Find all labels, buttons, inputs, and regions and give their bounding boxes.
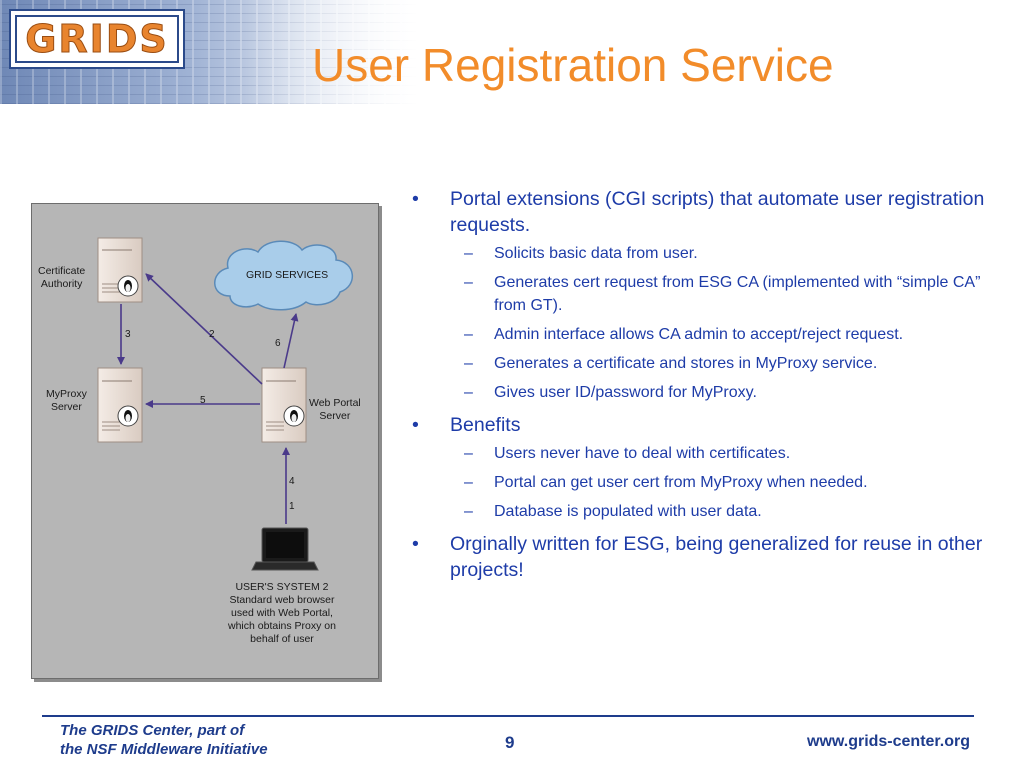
bullet-item: • Benefits — [412, 412, 1012, 438]
sub-bullet-item: – Generates a certificate and stores in … — [412, 352, 1012, 375]
certificate-authority-server — [97, 237, 143, 303]
sub-bullet-text: Admin interface allows CA admin to accep… — [494, 326, 904, 343]
sub-bullet-item: – Admin interface allows CA admin to acc… — [412, 323, 1012, 346]
laptop-icon — [251, 527, 319, 571]
grid-services-label: GRID SERVICES — [246, 269, 329, 281]
myproxy-server — [97, 367, 143, 443]
bullet-list: • Portal extensions (CGI scripts) that a… — [412, 186, 1012, 587]
web-portal-server-label: Web Portal Server — [309, 397, 361, 422]
page-number: 9 — [505, 733, 515, 752]
diagram-canvas — [97, 237, 353, 571]
arrow-step-6 — [283, 313, 299, 369]
step-4-label: 4 — [289, 476, 295, 487]
sub-bullet-text: Database is populated with user data. — [494, 503, 762, 520]
sub-bullet-item: – Portal can get user cert from MyProxy … — [412, 471, 1012, 494]
sub-bullet-text: Users never have to deal with certificat… — [494, 445, 791, 462]
footer-org: The GRIDS Center, part of the NSF Middle… — [60, 721, 268, 759]
footer-url: www.grids-center.org — [807, 733, 970, 750]
bullet-marker: • — [412, 533, 419, 555]
grid-services-cloud — [214, 240, 353, 311]
step-2-label: 2 — [209, 329, 215, 340]
sub-bullet-marker: – — [464, 503, 473, 520]
sub-bullet-item: – Gives user ID/password for MyProxy. — [412, 381, 1012, 404]
sub-bullet-marker: – — [464, 274, 473, 291]
sub-bullet-marker: – — [464, 445, 473, 462]
slide-title: User Registration Service — [312, 39, 834, 91]
architecture-diagram: GRID SERVICES Certificate Authority MyPr… — [31, 203, 379, 679]
sub-bullet-text: Portal can get user cert from MyProxy wh… — [494, 474, 868, 491]
step-5-label: 5 — [200, 395, 206, 406]
bullet-marker: • — [412, 188, 419, 210]
arrow-step-2 — [145, 273, 263, 385]
bullet-item: • Orginally written for ESG, being gener… — [412, 531, 1012, 583]
myproxy-server-label: MyProxy Server — [46, 388, 87, 413]
bullet-text: Orginally written for ESG, being general… — [450, 533, 983, 581]
sub-bullet-text: Gives user ID/password for MyProxy. — [494, 384, 757, 401]
bullet-marker: • — [412, 414, 419, 436]
step-3-label: 3 — [125, 329, 131, 340]
logo-text: GRIDS — [25, 17, 169, 62]
step-1-label: 1 — [289, 501, 295, 512]
sub-bullet-text: Solicits basic data from user. — [494, 245, 698, 262]
sub-bullet-text: Generates a certificate and stores in My… — [494, 355, 878, 372]
users-system-label: USER'S SYSTEM 2 Standard web browser use… — [228, 581, 336, 645]
web-portal-server — [261, 367, 307, 443]
sub-bullet-text: Generates cert request from ESG CA (impl… — [494, 274, 981, 314]
bullet-text: Benefits — [450, 414, 521, 436]
footer-org-line2: the NSF Middleware Initiative — [60, 741, 268, 758]
step-6-label: 6 — [275, 338, 281, 349]
bullet-item: • Portal extensions (CGI scripts) that a… — [412, 186, 1012, 238]
sub-bullet-marker: – — [464, 326, 473, 343]
footer-org-line1: The GRIDS Center, part of — [60, 722, 245, 739]
footer-divider — [42, 715, 974, 717]
bullet-text: Portal extensions (CGI scripts) that aut… — [450, 188, 985, 236]
sub-bullet-item: – Users never have to deal with certific… — [412, 442, 1012, 465]
sub-bullet-item: – Generates cert request from ESG CA (im… — [412, 271, 1012, 317]
grids-logo: GRIDS — [9, 9, 185, 69]
sub-bullet-marker: – — [464, 474, 473, 491]
sub-bullet-marker: – — [464, 245, 473, 262]
slide-header: GRIDS User Registration Service — [0, 0, 1024, 104]
sub-bullet-marker: – — [464, 355, 473, 372]
sub-bullet-item: – Solicits basic data from user. — [412, 242, 1012, 265]
sub-bullet-item: – Database is populated with user data. — [412, 500, 1012, 523]
sub-bullet-marker: – — [464, 384, 473, 401]
certificate-authority-label: Certificate Authority — [38, 265, 86, 290]
